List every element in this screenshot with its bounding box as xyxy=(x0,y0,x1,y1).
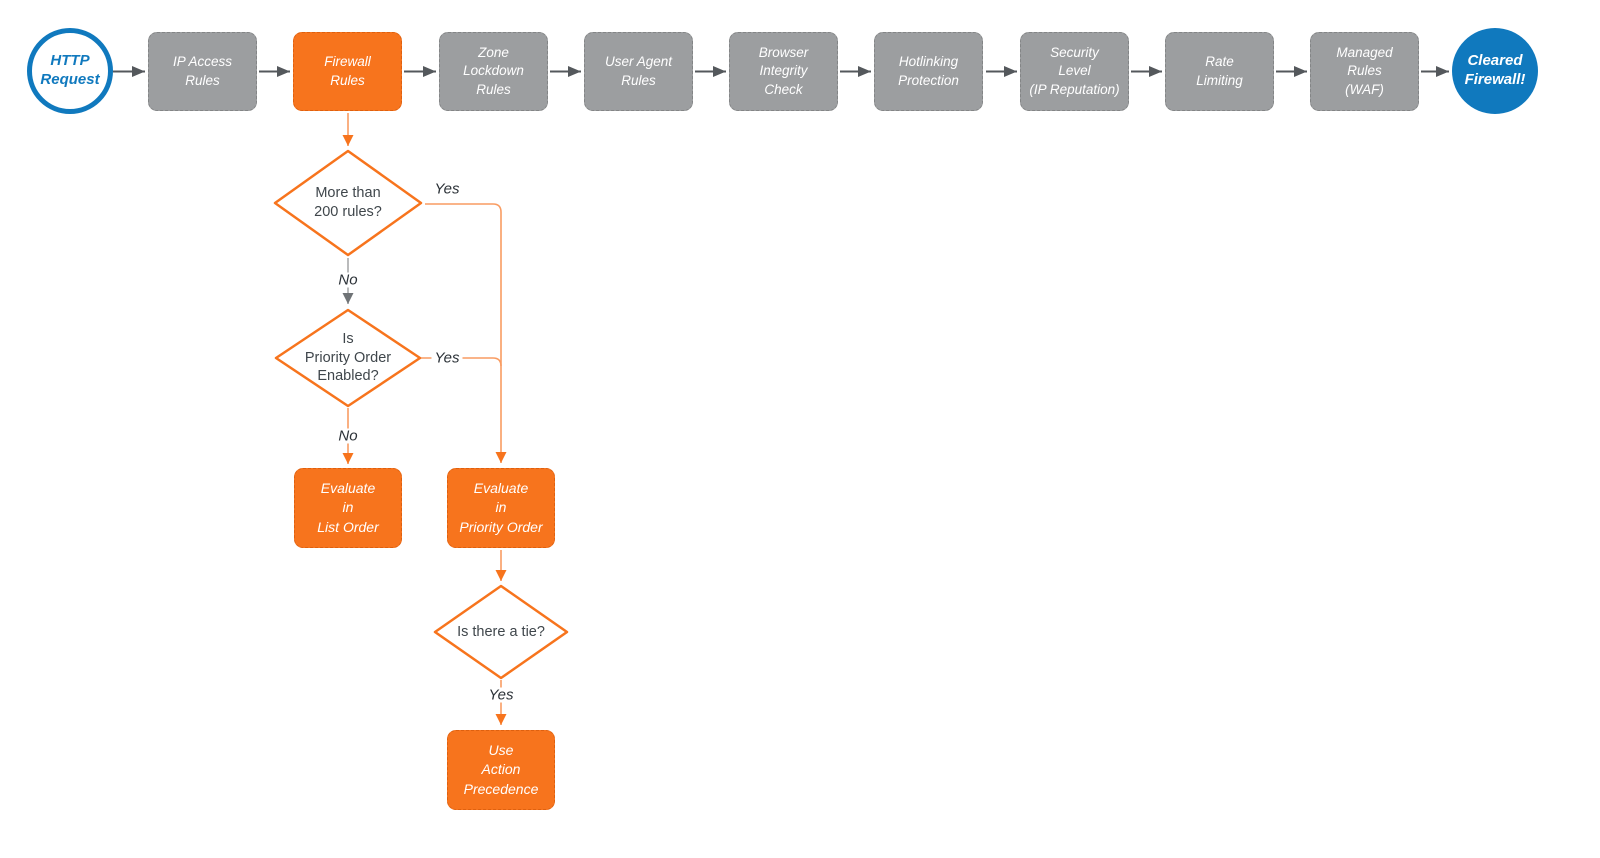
node-zone-lockdown-rules: Zone Lockdown Rules xyxy=(439,32,548,111)
decision-priority-order-enabled-label: Is Priority Order Enabled? xyxy=(304,330,392,385)
node-use-action-precedence: Use Action Precedence xyxy=(447,730,555,810)
diamond-more-than-200-rules xyxy=(273,149,423,257)
node-security-level: Security Level (IP Reputation) xyxy=(1020,32,1129,111)
decision-more-than-200-rules-label: More than 200 rules? xyxy=(314,185,382,220)
node-browser-integrity-check: Browser Integrity Check xyxy=(729,32,838,111)
node-managed-rules-waf: Managed Rules (WAF) xyxy=(1310,32,1419,111)
edge-label-yes-decision2: Yes xyxy=(431,350,463,366)
branch-connectors xyxy=(342,113,507,725)
node-http-request: HTTP Request xyxy=(27,28,113,114)
edge-label-yes-decision3: Yes xyxy=(485,687,517,703)
edge-label-no-decision2: No xyxy=(335,428,361,444)
node-user-agent-rules: User Agent Rules xyxy=(584,32,693,111)
decision-diamonds xyxy=(273,149,569,680)
edge-label-yes-decision1: Yes xyxy=(431,181,463,197)
edge-label-no-decision1: No xyxy=(335,272,361,288)
diamond-is-there-a-tie xyxy=(433,584,569,680)
decision-is-there-a-tie-label: Is there a tie? xyxy=(457,623,545,640)
diamond-priority-order-enabled xyxy=(274,308,422,408)
node-ip-access-rules: IP Access Rules xyxy=(148,32,257,111)
connector-yes-decision1-to-priority xyxy=(425,203,507,463)
node-firewall-rules: Firewall Rules xyxy=(293,32,402,111)
node-cleared-firewall: Cleared Firewall! xyxy=(1452,28,1538,114)
node-hotlinking-protection: Hotlinking Protection xyxy=(874,32,983,111)
node-evaluate-in-priority-order: Evaluate in Priority Order xyxy=(447,468,555,548)
node-rate-limiting: Rate Limiting xyxy=(1165,32,1274,111)
node-evaluate-in-list-order: Evaluate in List Order xyxy=(294,468,402,548)
